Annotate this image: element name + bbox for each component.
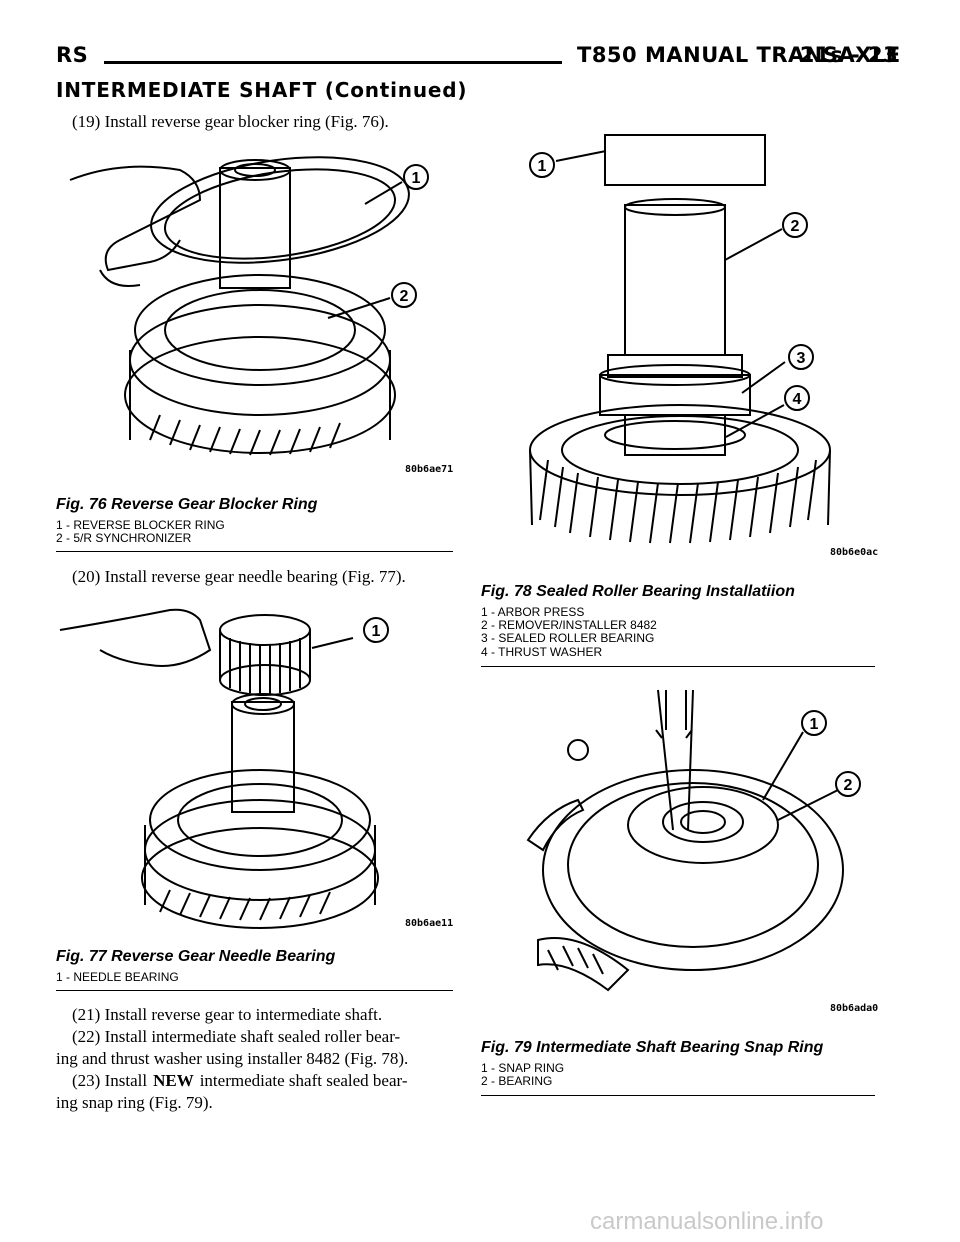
fig78-callout-3: 3 xyxy=(797,350,806,367)
header-section-code: RS xyxy=(56,43,89,67)
fig79-title: Fig. 79 Intermediate Shaft Bearing Snap … xyxy=(481,1039,824,1056)
fig78-code: 80b6e0ac xyxy=(830,547,879,558)
fig76-code: 80b6ae71 xyxy=(405,464,454,475)
fig76-legend-2: 2 - 5/R SYNCHRONIZER xyxy=(56,531,192,545)
fig78-legend-4: 4 - THRUST WASHER xyxy=(481,645,603,659)
step-22-line1: (22) Install intermediate shaft sealed r… xyxy=(72,1027,401,1046)
footer-watermark[interactable]: carmanualsonline.info xyxy=(590,1208,824,1235)
fig79-callout-2: 2 xyxy=(844,777,853,794)
header-manual-title: T850 MANUAL TRANSAXLE xyxy=(577,43,901,67)
fig77-illustration: 1 xyxy=(59,608,389,929)
fig79-legend-1: 1 - SNAP RING xyxy=(481,1061,565,1075)
fig78-rule xyxy=(481,666,875,667)
fig76-illustration: 1 2 xyxy=(69,156,429,456)
section-title: INTERMEDIATE SHAFT (Continued) xyxy=(56,78,468,102)
fig78-callout-1: 1 xyxy=(538,158,547,175)
fig79-code: 80b6ada0 xyxy=(830,1003,879,1014)
fig78-title: Fig. 78 Sealed Roller Bearing Installati… xyxy=(481,583,795,600)
step-21: (21) Install reverse gear to intermediat… xyxy=(72,1005,383,1024)
header-rule xyxy=(104,61,562,64)
fig77-legend-1: 1 - NEEDLE BEARING xyxy=(56,970,179,984)
fig77-code: 80b6ae11 xyxy=(405,918,454,929)
step-22-line2: ing and thrust washer using installer 84… xyxy=(56,1049,409,1068)
step-23-new: NEW xyxy=(153,1071,194,1090)
fig76-callout-1: 1 xyxy=(412,170,421,187)
fig76-callout-2: 2 xyxy=(400,288,409,305)
fig77-callout-1: 1 xyxy=(372,623,381,640)
fig77-rule xyxy=(56,990,453,991)
fig79-illustration: 1 2 xyxy=(526,689,861,992)
fig79-callout-1: 1 xyxy=(810,716,819,733)
fig79-rule xyxy=(481,1095,875,1096)
fig79-legend-2: 2 - BEARING xyxy=(481,1074,553,1088)
fig78-callout-4: 4 xyxy=(793,391,802,408)
step-23-prefix: (23) Install xyxy=(72,1071,148,1090)
fig76-legend-1: 1 - REVERSE BLOCKER RING xyxy=(56,518,225,532)
fig78-illustration: 1 2 3 4 xyxy=(529,134,831,544)
fig77-title: Fig. 77 Reverse Gear Needle Bearing xyxy=(56,948,336,965)
step-23-line1: (23) Install NEW intermediate shaft sealed… xyxy=(72,1070,408,1092)
fig78-legend-1: 1 - ARBOR PRESS xyxy=(481,605,585,619)
step-23-line2: ing snap ring (Fig. 79). xyxy=(56,1093,213,1112)
fig78-callout-2: 2 xyxy=(791,218,800,235)
fig76-title: Fig. 76 Reverse Gear Blocker Ring xyxy=(56,496,318,513)
step-20: (20) Install reverse gear needle bearing… xyxy=(72,567,406,586)
step-23-suffix: intermediate shaft sealed bear- xyxy=(199,1071,408,1090)
fig78-legend-3: 3 - SEALED ROLLER BEARING xyxy=(481,631,655,645)
fig76-rule xyxy=(56,551,453,552)
fig78-legend-2: 2 - REMOVER/INSTALLER 8482 xyxy=(481,618,657,632)
step-19: (19) Install reverse gear blocker ring (… xyxy=(72,112,389,131)
page-number: 21s - 23 xyxy=(800,43,899,67)
